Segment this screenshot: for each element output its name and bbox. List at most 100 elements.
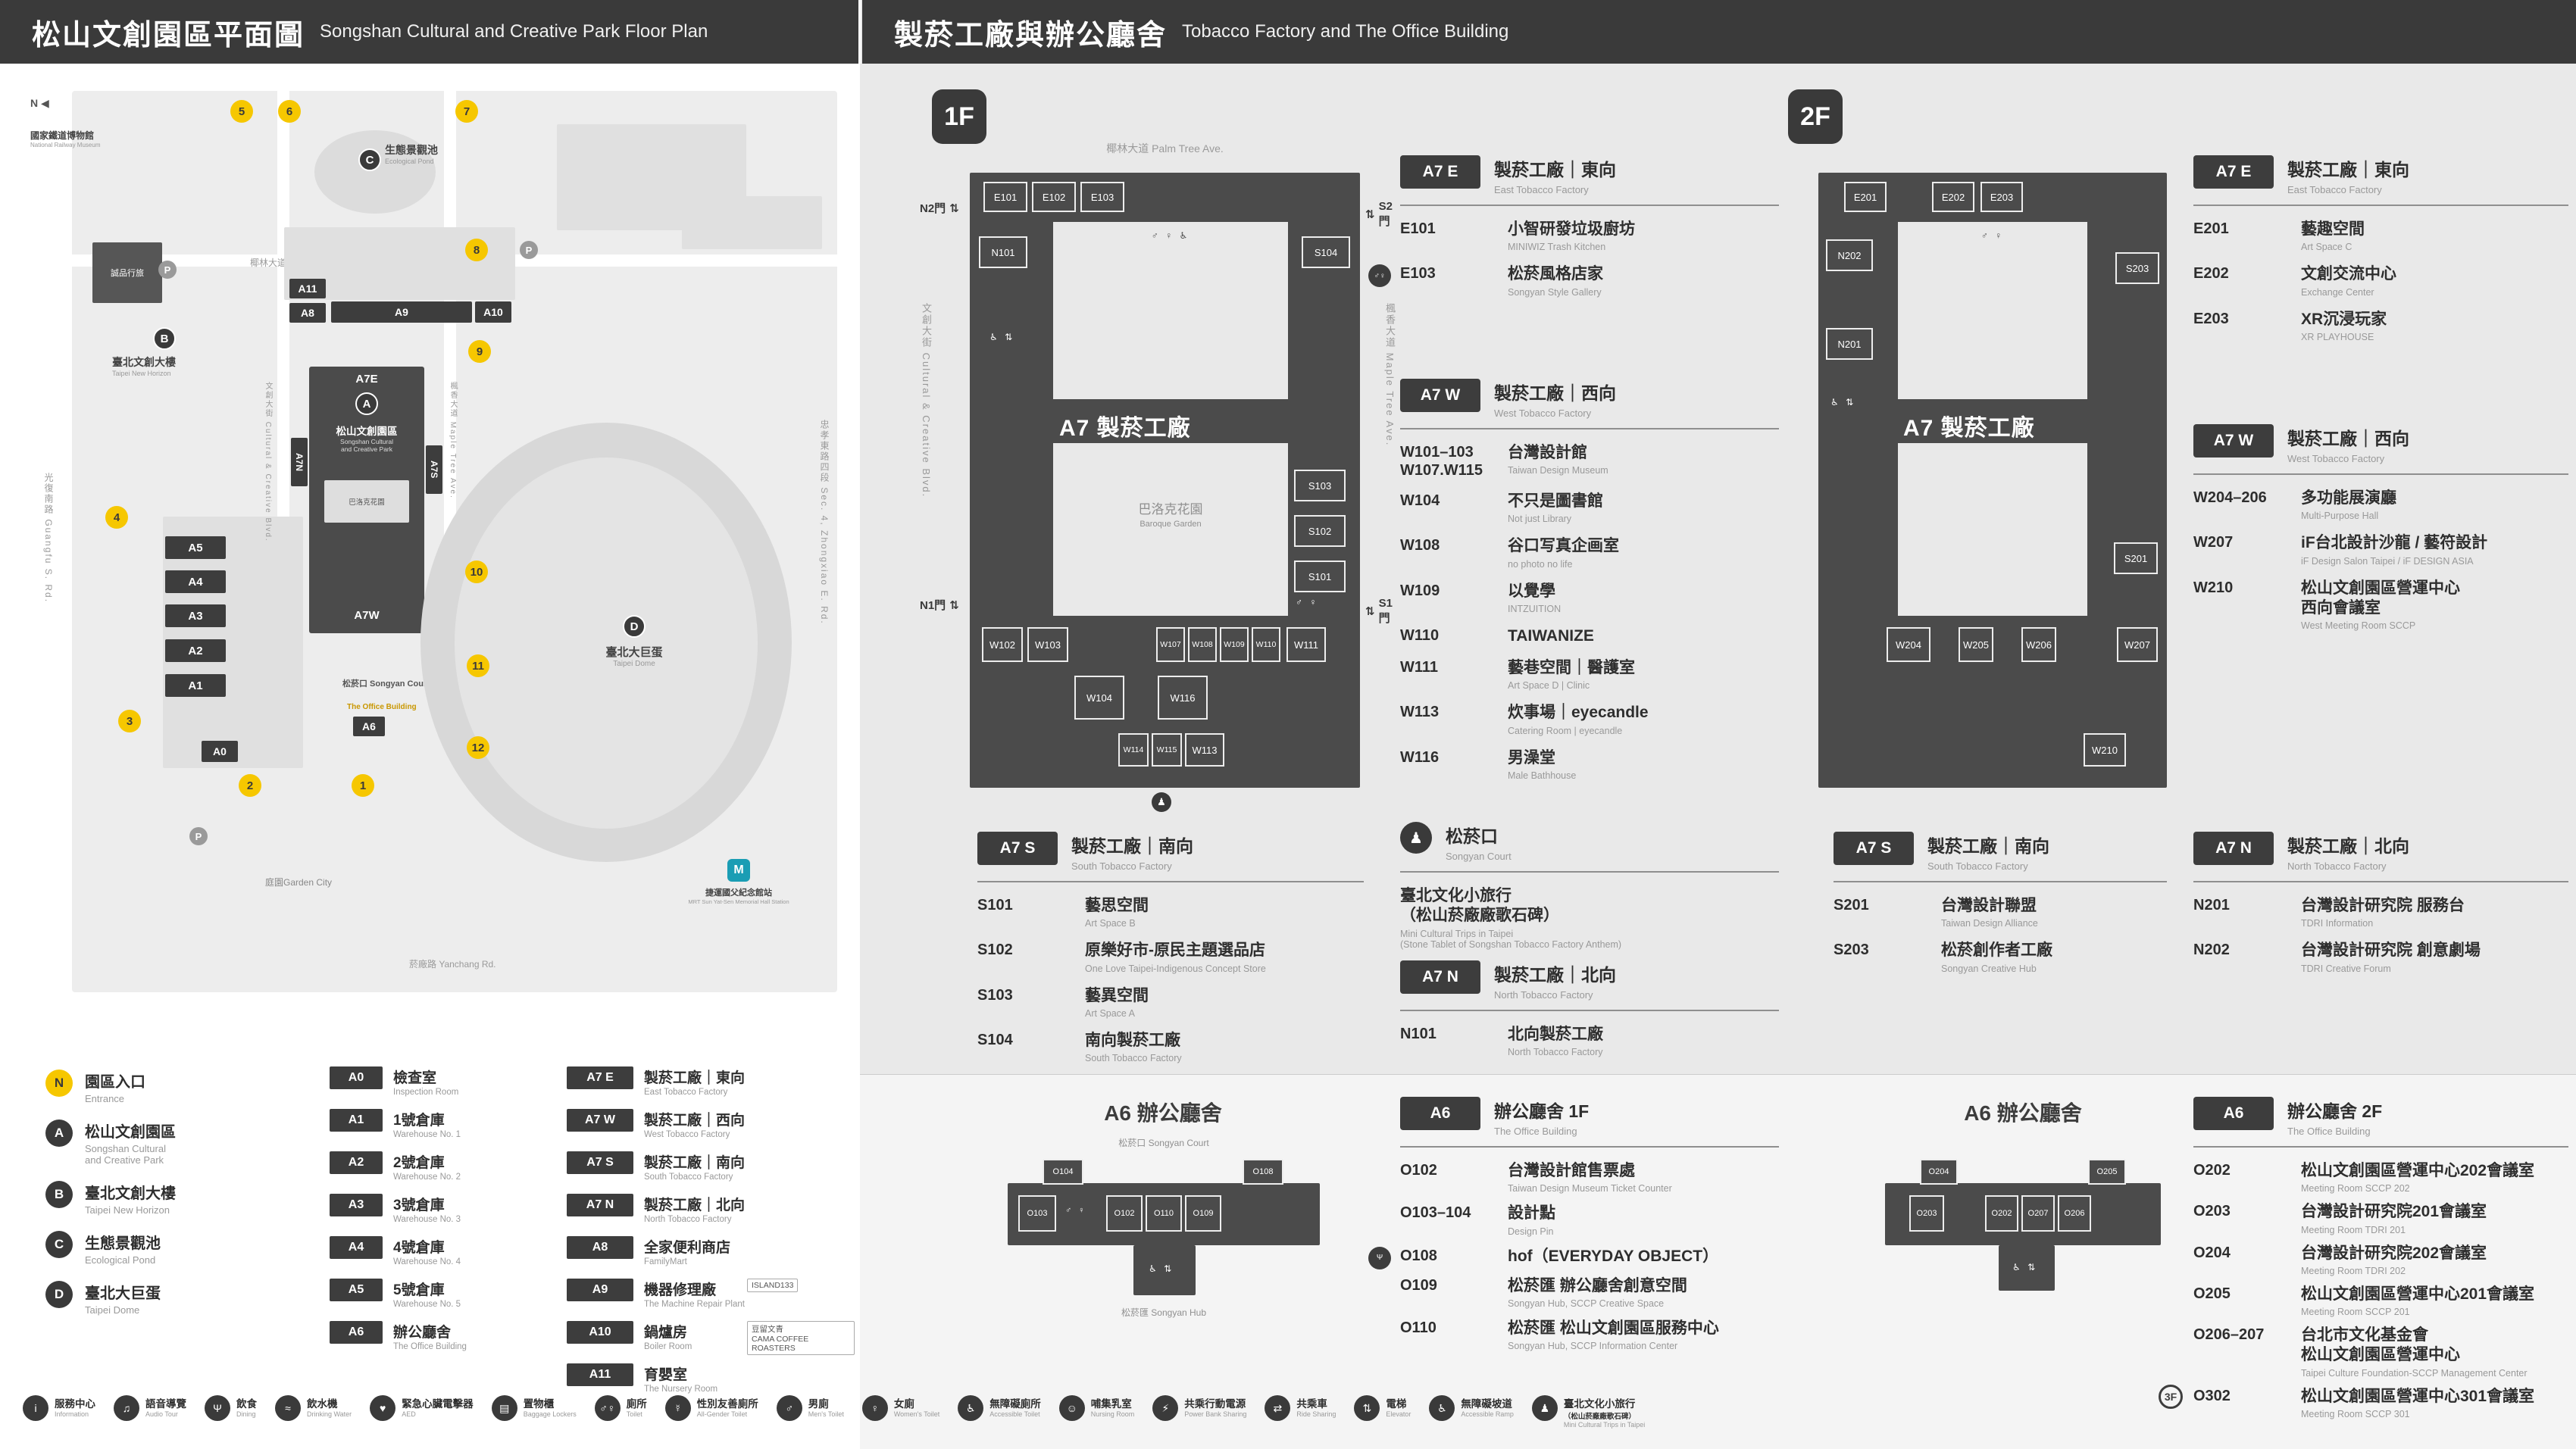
room-name-zh: 台北市文化基金會 松山文創園區營運中心 <box>2301 1326 2460 1364</box>
room-code: O110 <box>1400 1319 1436 1336</box>
facility-en: Drinking Water <box>307 1410 352 1418</box>
facility-icon: ☺ <box>1058 1395 1085 1421</box>
legend-building-zh: 鍋爐房 <box>644 1325 688 1341</box>
room-name-en: MINIWIZ Trash Kitchen <box>1508 242 1606 253</box>
eslite-hotel-label: 誠品行旅 <box>111 269 144 278</box>
section-title-zh: 製菸工廠｜南向 <box>1927 836 2049 856</box>
room-name-en: Art Space A <box>1085 1007 1136 1019</box>
legend-marker-row: C 生態景觀池 Ecological Pond <box>45 1231 288 1266</box>
map-chip-a4: A4 <box>165 570 226 593</box>
legend-marker-en: Ecological Pond <box>85 1254 156 1266</box>
map-chip-a1: A1 <box>165 674 226 697</box>
legend-building-code: A11 <box>567 1363 633 1386</box>
dome-zh: 臺北大巨蛋 <box>605 646 663 659</box>
legend-building-row: A9 機器修理廠 The Machine Repair Plant ISLAND… <box>567 1279 855 1309</box>
room-o206: O206 <box>2058 1195 2091 1232</box>
section-title-en: Songyan Court <box>1446 851 1512 862</box>
facility-labels: 置物櫃 Baggage Lockers <box>524 1395 577 1418</box>
facility-zh: 男廁 <box>808 1398 829 1410</box>
legend-building-text: 檢查室 Inspection Room <box>393 1066 458 1097</box>
map-chip-a8: A8 <box>289 303 326 323</box>
facility-item: ♂ 男廁 Men's Toilet <box>776 1395 844 1421</box>
new-horizon-en: Taipei New Horizon <box>112 370 171 377</box>
legend-marker-en: Taipei Dome <box>85 1304 140 1316</box>
section-header: A7 E 製菸工廠｜東向 East Tobacco Factory <box>1400 155 1779 206</box>
room-code: N101 <box>1400 1026 1436 1042</box>
map-chip-a11: A11 <box>289 279 326 298</box>
section-a7w-2f: A7 W 製菸工廠｜西向 West Tobacco Factory W204–2… <box>2193 424 2568 643</box>
room-code: S101 <box>977 897 1013 913</box>
legend-building-text: 製菸工廠｜東向 East Tobacco Factory <box>644 1066 745 1097</box>
legend-building-row: A7 N 製菸工廠｜北向 North Tobacco Factory <box>567 1194 855 1224</box>
map-chip-a10: A10 <box>475 301 511 323</box>
wing-facility-icons: ♂ ♀ <box>1296 597 1319 607</box>
floor-badge-1f: 1F <box>932 89 986 144</box>
section-header: A7 W 製菸工廠｜西向 West Tobacco Factory <box>1400 379 1779 429</box>
section-badge: A7 S <box>977 832 1058 865</box>
street-cc-label: 文創大街 Cultural & Creative Blvd. <box>264 382 272 542</box>
legend-marker-symbol: A <box>45 1120 73 1147</box>
courtyard-facility-icons: ♂ ♀ <box>1980 230 2005 241</box>
section-header: A7 E 製菸工廠｜東向 East Tobacco Factory <box>2193 155 2568 206</box>
legend-building-row: A4 4號倉庫 Warehouse No. 4 <box>330 1236 542 1266</box>
room-code: W204–206 <box>2193 489 2267 506</box>
north-arrow-icon: ◀ <box>41 97 49 109</box>
court-item: 臺北文化小旅行 （松山菸廠廠歌石碑） Mini Cultural Trips i… <box>1400 886 1779 950</box>
room-name-zh: 松菸創作者工廠 <box>1941 942 2052 960</box>
room-s104: S104 <box>1302 236 1350 268</box>
facility-labels: 電梯 Elevator <box>1386 1395 1411 1418</box>
legend-building-zh: 1號倉庫 <box>393 1113 445 1129</box>
gate-6: 6 <box>278 100 301 123</box>
section-badge: A7 E <box>2193 155 2274 189</box>
room-w109: W109 <box>1220 627 1249 662</box>
facility-zh: 臺北文化小旅行 <box>1563 1398 1636 1410</box>
parking-icon: P <box>520 241 538 259</box>
room-o203: O203 <box>1909 1195 1944 1232</box>
room-n101: N101 <box>979 236 1027 268</box>
legend-building-row: A0 檢查室 Inspection Room <box>330 1066 542 1097</box>
room-code: S104 <box>977 1031 1013 1048</box>
legend-building-zh: 機器修理廠 <box>644 1282 717 1298</box>
legend-building-row: A6 辦公廳舍 The Office Building <box>330 1321 542 1351</box>
legend-building-en: South Tobacco Factory <box>644 1173 733 1182</box>
section-title-en: North Tobacco Factory <box>2287 860 2387 872</box>
map-chip-a0: A0 <box>202 741 238 762</box>
section-title-en: The Office Building <box>2287 1126 2371 1137</box>
office-building-label: The Office Building <box>347 703 417 711</box>
section-header: A7 N 製菸工廠｜北向 North Tobacco Factory <box>1400 960 1779 1011</box>
a6-hub-label: 松菸匯 Songyan Hub <box>1121 1307 1207 1318</box>
room-name-zh: 設計點 <box>1508 1204 1555 1223</box>
room-w104: W104 <box>1074 676 1124 720</box>
legend-buildings-col1: A0 檢查室 Inspection Room A1 1號倉庫 Warehouse… <box>330 1066 542 1363</box>
room-code: W101–103 W107.W115 <box>1400 444 1483 479</box>
facility-icon: ♥ <box>370 1395 396 1421</box>
room-code: W210 <box>2193 579 2234 596</box>
legend-building-row: A11 育嬰室 The Nursery Room <box>567 1363 855 1394</box>
legend-building-text: 製菸工廠｜西向 West Tobacco Factory <box>644 1109 745 1139</box>
legend-building-text: 鍋爐房 Boiler Room <box>644 1321 692 1351</box>
facility-en: Ride Sharing <box>1296 1410 1336 1418</box>
facility-en: Baggage Lockers <box>523 1410 577 1418</box>
room-code: S203 <box>1834 942 1869 959</box>
room-name-en: Meeting Room SCCP 301 <box>2301 1408 2410 1419</box>
facility-item: ♫ 語音導覽 Audio Tour <box>114 1395 186 1421</box>
room-code: N202 <box>2193 942 2230 959</box>
room-w108: W108 <box>1188 627 1217 662</box>
room-o109: O109 <box>1185 1195 1221 1232</box>
plan1-street-left: 文創大街 Cultural & Creative Blvd. <box>921 303 932 498</box>
legend-building-en: Boiler Room <box>644 1342 692 1351</box>
a6-1f-stub <box>1133 1245 1196 1295</box>
room-e202: E202 <box>1932 182 1974 212</box>
facility-labels: 共乘車 Ride Sharing <box>1296 1395 1336 1418</box>
room-name-zh: TAIWANIZE <box>1508 626 1594 645</box>
facility-icon: ♂ <box>776 1395 802 1421</box>
legend-building-row: A2 2號倉庫 Warehouse No. 2 <box>330 1151 542 1182</box>
section-title-zh: 松菸口 <box>1446 826 1498 846</box>
